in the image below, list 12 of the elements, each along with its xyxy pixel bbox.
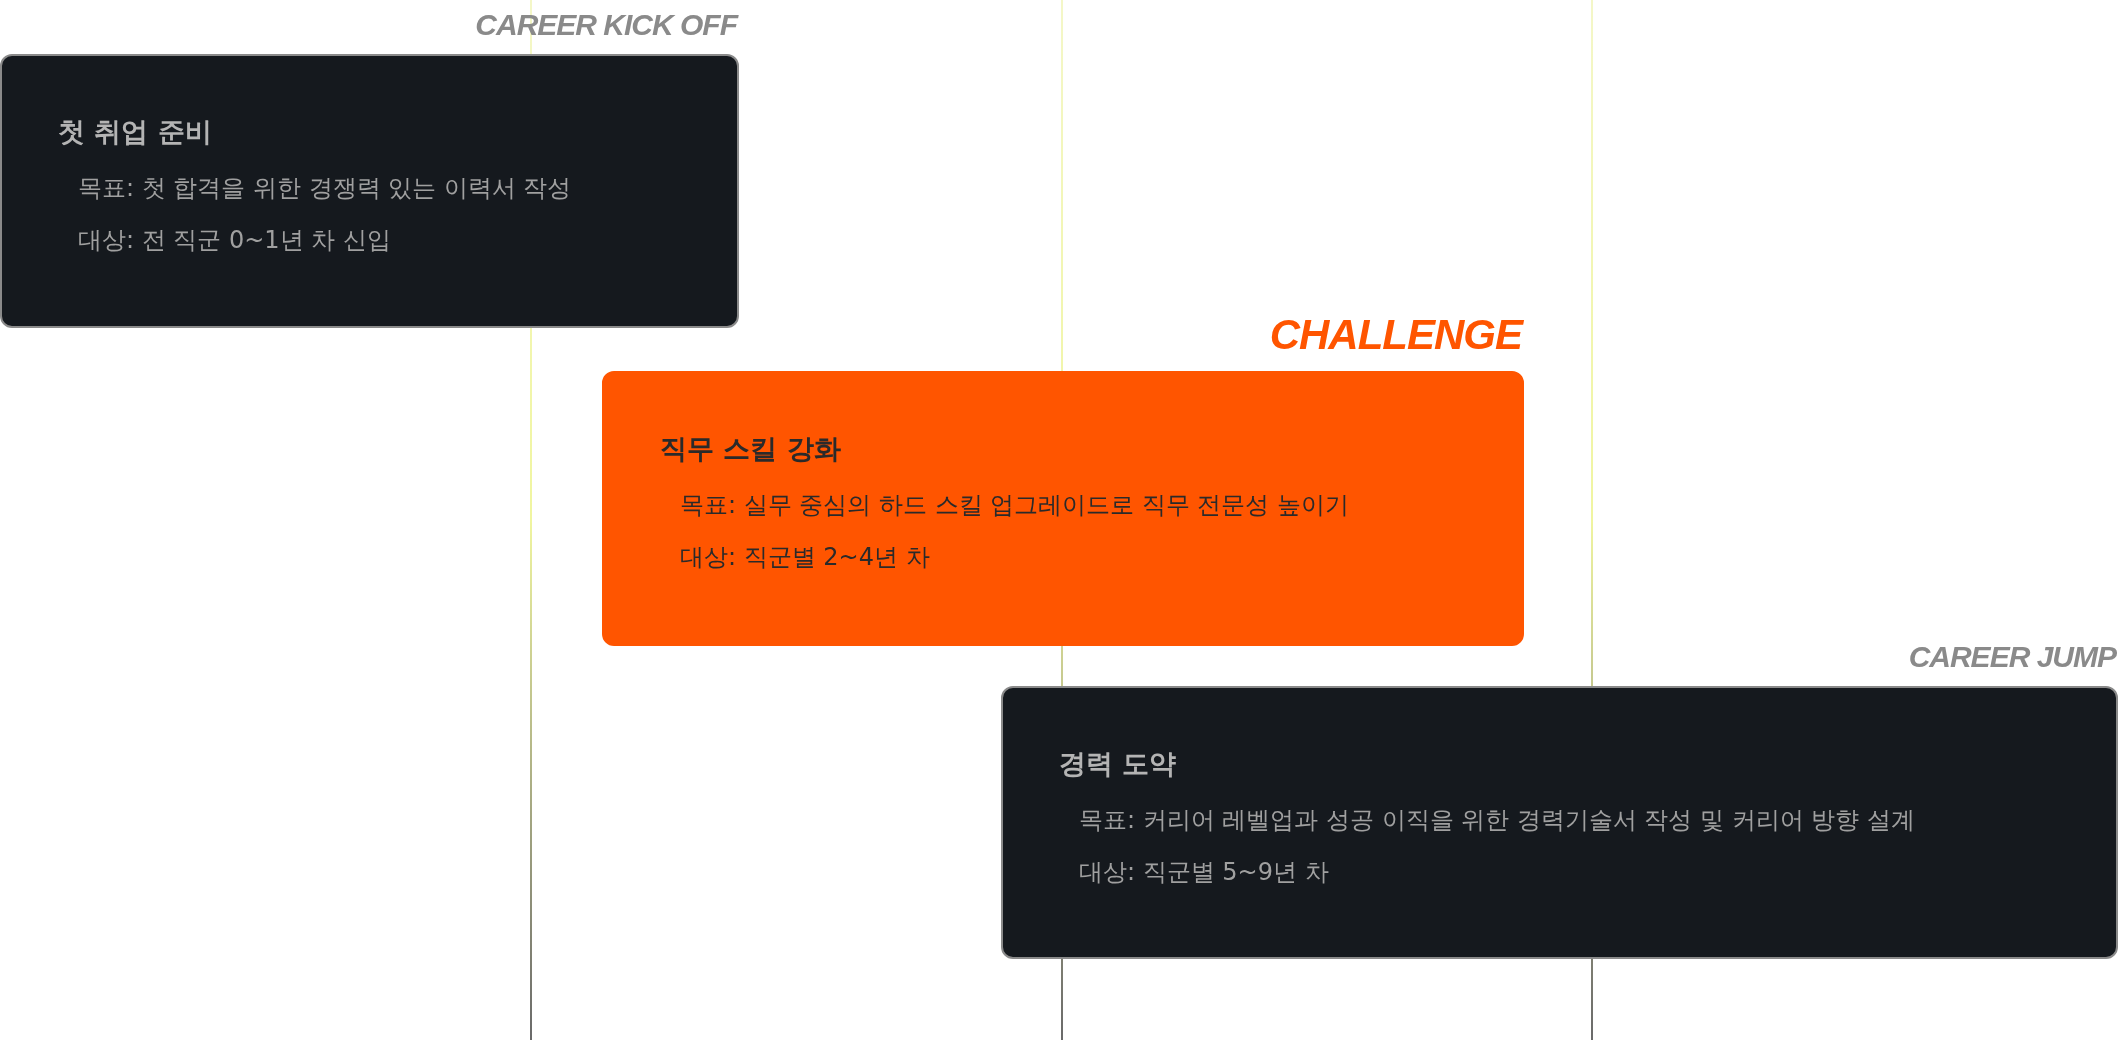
bullet-item: 목표: 커리어 레벨업과 성공 이직을 위한 경력기술서 작성 및 커리어 방향 설계 — [1079, 805, 1916, 836]
bullet-item: 대상: 직군별 2~4년 차 — [680, 542, 931, 573]
bullet-item: 목표: 실무 중심의 하드 스킬 업그레이드로 직무 전문성 높이기 — [680, 490, 1351, 521]
bullet-item: 대상: 전 직군 0~1년 차 신입 — [78, 225, 392, 256]
card-title: 첫 취업 준비 — [58, 115, 213, 149]
bullet-item: 대상: 직군별 5~9년 차 — [1079, 857, 1330, 888]
card-title: 경력 도약 — [1059, 747, 1178, 781]
stage-heading: CHALLENGE — [1269, 311, 1522, 359]
bullet-item: 목표: 첫 합격을 위한 경쟁력 있는 이력서 작성 — [78, 173, 573, 204]
stage-heading: CAREER JUMP — [1908, 640, 2116, 674]
stage-heading: CAREER KICK OFF — [475, 8, 737, 42]
card-title: 직무 스킬 강화 — [660, 432, 842, 466]
